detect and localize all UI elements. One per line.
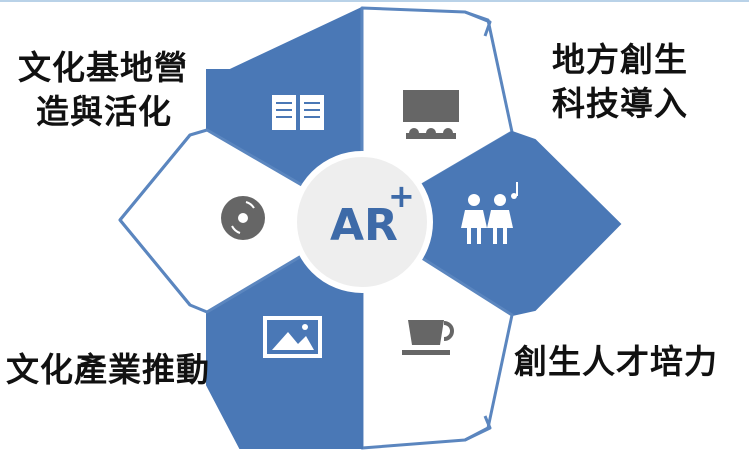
arrow-tip-stroke [464,10,492,37]
label-top-left-line2: 造與活化 [36,92,172,131]
picture-icon [263,316,322,358]
theater-icon [403,90,459,139]
label-bottom-right: 創生人才培力 [514,342,718,381]
coffee-cup-icon [402,320,454,355]
label-top-left-line1: 文化基地營 [18,48,188,87]
center-circle [291,151,433,293]
arrow-tip-stroke [464,415,492,442]
label-top-right-line2: 科技導入 [552,84,688,123]
label-top-right-line1: 地方創生 [552,40,688,79]
arrow-tip-stroke [118,134,192,306]
people-music-icon [461,182,518,244]
label-bottom-left: 文化產業推動 [6,350,210,389]
center-text: AR [330,200,398,251]
disc-icon [221,196,265,240]
top-border-line [0,0,749,2]
label-top-left: 文化基地營 造與活化 [18,46,188,134]
center-superscript: + [388,177,415,215]
book-icon [272,95,324,130]
label-top-right: 地方創生 科技導入 [552,38,688,126]
